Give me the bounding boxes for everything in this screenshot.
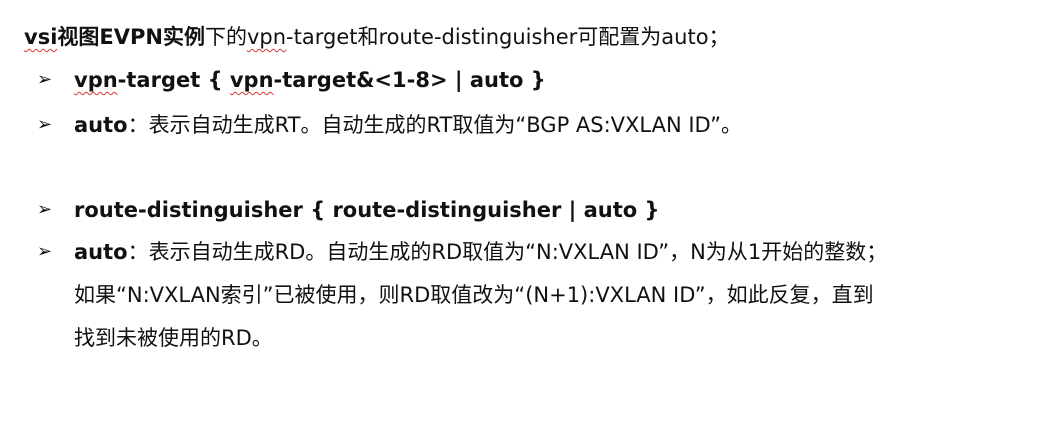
auto-keyword: auto (74, 113, 128, 137)
bullet-arrow-icon: ➢ (37, 199, 53, 220)
bullet-arrow-icon: ➢ (37, 114, 53, 135)
vpn-word: vpn (74, 68, 118, 92)
bullet-vpn-target-syntax: vpn-target { vpn-target&<1-8> | auto } (74, 65, 546, 95)
auto-keyword: auto (74, 240, 128, 264)
bullet-rd-auto: auto：表示自动生成RD。自动生成的RD取值为“N:VXLAN ID”，N为从… (74, 237, 887, 267)
syntax-part-a: -target { (117, 68, 230, 92)
intro-vpn-word: vpn (246, 25, 287, 49)
rd-auto-description-line1: ：表示自动生成RD。自动生成的RD取值为“N:VXLAN ID”，N为从1开始的… (127, 240, 888, 264)
rt-auto-description: ：表示自动生成RT。自动生成的RT取值为“BGP AS:VXLAN ID”。 (127, 113, 743, 137)
intro-line: vsi视图EVPN实例下的vpn-target和route-distinguis… (24, 22, 730, 52)
vpn-word-2: vpn (229, 68, 274, 92)
syntax-part-b: -target&<1-8> | auto } (273, 68, 546, 92)
rd-auto-description-line3: 找到未被使用的RD。 (74, 326, 273, 350)
intro-keyword-vsi: vsi (24, 25, 58, 49)
bullet-arrow-icon: ➢ (37, 241, 53, 262)
bullet-arrow-icon: ➢ (37, 69, 53, 90)
rd-auto-description-line2: 如果“N:VXLAN索引”已被使用，则RD取值改为“(N+1):VXLAN ID… (74, 283, 874, 307)
intro-prefix: 下的 (204, 25, 247, 49)
intro-rest: -target和route-distinguisher可配置为auto； (286, 25, 730, 49)
intro-keyword-evpn: 视图EVPN实例 (57, 25, 205, 49)
bullet-rt-auto: auto：表示自动生成RT。自动生成的RT取值为“BGP AS:VXLAN ID… (74, 110, 742, 140)
bullet-rd-syntax: route-distinguisher { route-distinguishe… (74, 198, 660, 222)
